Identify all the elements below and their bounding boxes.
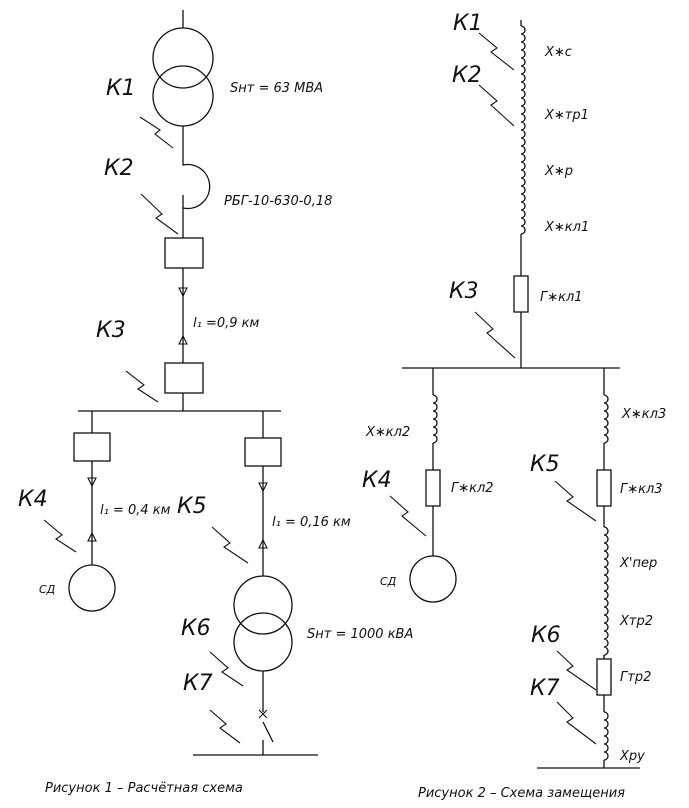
cable-end-down-2 (87, 477, 97, 488)
fault-arrow-eq-k7 (556, 701, 597, 745)
element-label-xtr1: X∗тр1 (544, 108, 589, 123)
fault-arrow-eq-k2 (478, 84, 515, 127)
fault-label-eq-k5: К5 (530, 452, 560, 477)
coil-ru (603, 711, 609, 761)
fault-label-eq-k3: К3 (449, 279, 479, 304)
element-label-xr: X∗р (544, 164, 573, 179)
coil-per-tr2 (603, 526, 609, 656)
fault-arrow-eq-k3 (474, 311, 516, 359)
fault-label-k6: К6 (181, 616, 211, 641)
fault-label-k7: К7 (183, 671, 213, 696)
fault-arrow-eq-k6 (556, 650, 597, 691)
switch-blade (262, 721, 274, 743)
figure-1-caption: Рисунок 1 – Расчётная схема (45, 781, 243, 796)
breaker-2 (164, 362, 204, 394)
fault-label-eq-k6: К6 (531, 623, 561, 648)
fault-label-k4: К4 (18, 487, 48, 512)
main-coil-chain (520, 25, 526, 235)
resistor-kl1 (513, 275, 529, 313)
figure-2-equivalent-circuit: К1 К2 К3 К4 К5 К6 К7 X∗с X∗тр1 X∗р X∗кл1… (362, 11, 666, 801)
element-label-xkl2: X∗кл2 (365, 425, 410, 440)
cable-1-length: l₁ =0,9 км (193, 316, 260, 331)
transformer-2-winding-1 (233, 575, 293, 635)
element-label-xkl3: X∗кл3 (621, 407, 666, 422)
synchronous-motor-2 (409, 555, 457, 603)
fault-arrow-k3 (125, 370, 159, 403)
breaker-4 (244, 437, 282, 467)
fault-arrow-k7 (209, 709, 241, 744)
fault-arrow-k2 (140, 193, 179, 235)
fault-label-eq-k1: К1 (453, 11, 483, 36)
fault-label-eq-k2: К2 (452, 63, 482, 88)
cable-end-up-3 (258, 538, 268, 549)
fault-label-k1: К1 (106, 76, 136, 101)
cable-2-length: l₁ = 0,4 км (100, 503, 171, 518)
element-label-rtr2: Гтр2 (620, 670, 651, 685)
fault-label-eq-k4: К4 (362, 468, 392, 493)
fault-arrow-eq-k1 (478, 32, 515, 71)
element-label-xper: X'пер (619, 556, 657, 571)
transformer-2-winding-2 (233, 612, 293, 672)
resistor-tr2 (596, 658, 612, 696)
element-label-rkl3: Г∗кл3 (620, 482, 663, 497)
fault-arrow-k4 (43, 519, 77, 553)
reactor-type-label: РБГ-10-630-0,18 (224, 194, 332, 209)
resistor-kl2 (425, 469, 441, 507)
reactor-symbol (182, 152, 211, 210)
cable-3-length: l₁ = 0,16 км (272, 515, 351, 530)
fault-arrow-k6 (209, 651, 244, 687)
motor-label-1: СД (39, 583, 56, 596)
resistor-kl3 (596, 469, 612, 507)
motor-label-2: СД (380, 575, 397, 588)
element-label-xkl1: X∗кл1 (544, 220, 589, 235)
element-label-rkl1: Г∗кл1 (540, 290, 583, 305)
coil-kl3 (603, 394, 609, 444)
cable-end-down-3 (258, 482, 268, 493)
disconnector-mark (258, 709, 268, 719)
fault-label-k5: К5 (177, 494, 207, 519)
fault-label-k3: К3 (96, 318, 126, 343)
coil-kl2 (432, 394, 438, 444)
breaker-3 (73, 432, 111, 462)
transformer-1-winding-2 (152, 65, 214, 127)
fault-label-k2: К2 (104, 156, 134, 181)
element-label-xru: Xру (619, 749, 645, 764)
transformer-1-rating: Sнт = 63 МВА (230, 81, 323, 96)
figure-1-design-scheme: К1 К2 К3 К4 К5 К6 К7 Sнт = 63 МВА РБГ-10… (18, 10, 413, 796)
fault-arrow-eq-k5 (554, 480, 597, 522)
cable-end-up-2 (87, 531, 97, 542)
breaker-1 (164, 237, 204, 269)
cable-end-up-1 (178, 334, 188, 345)
transformer-2-rating: Sнт = 1000 кВА (307, 627, 413, 642)
fault-arrow-eq-k4 (389, 495, 427, 537)
figure-2-caption: Рисунок 2 – Схема замещения (418, 786, 625, 801)
element-label-rkl2: Г∗кл2 (451, 481, 494, 496)
fault-label-eq-k7: К7 (530, 676, 560, 701)
element-label-xc: X∗с (544, 45, 572, 60)
fault-arrow-k5 (211, 526, 249, 564)
transformer-1-winding-1 (152, 27, 214, 89)
element-label-xtr2: Xтр2 (619, 614, 653, 629)
fault-arrow-k1 (139, 116, 174, 149)
cable-end-down-1 (178, 287, 188, 298)
synchronous-motor-1 (68, 564, 116, 612)
